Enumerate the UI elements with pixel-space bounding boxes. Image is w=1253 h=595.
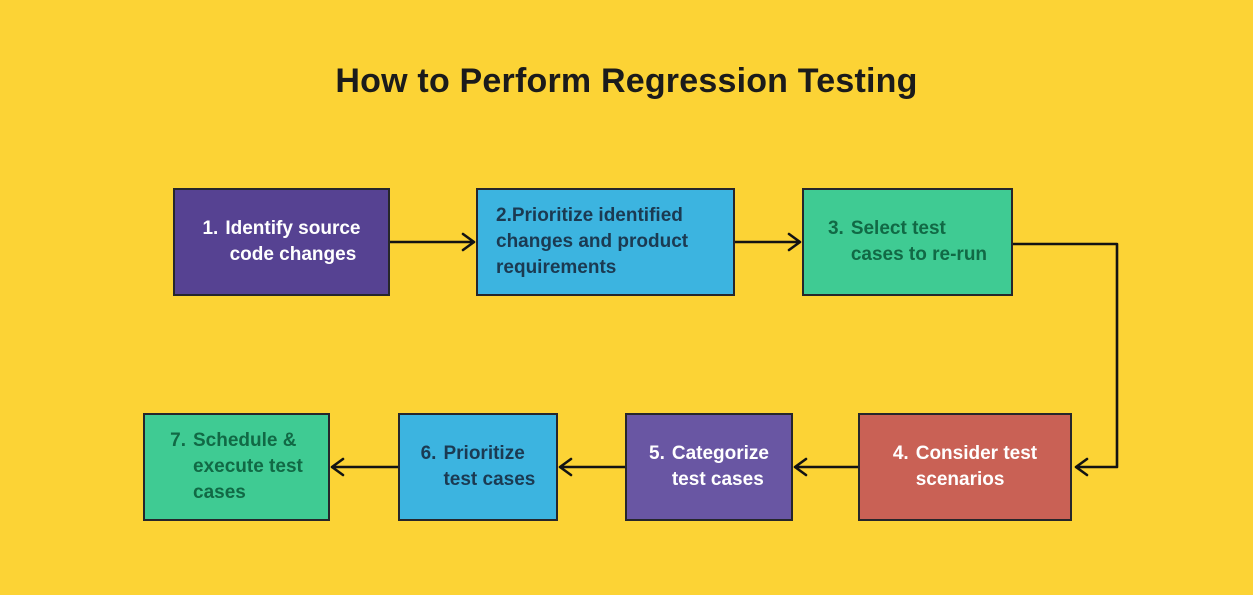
step-2-line: changes and product xyxy=(496,231,689,252)
step-box-2: 2.Prioritize identified changes and prod… xyxy=(476,188,735,296)
step-1-text: 1. Identify source code changes xyxy=(202,216,360,268)
step-box-7: 7. Schedule & execute test cases xyxy=(143,413,330,521)
arrow-step2-step3 xyxy=(733,232,802,252)
arrow-step6-step7 xyxy=(330,457,400,477)
step-5-text: 5. Categorize test cases xyxy=(649,441,769,493)
step-4-text: 4. Consider test scenarios xyxy=(893,441,1037,493)
step-5-line: Categorize xyxy=(671,443,769,464)
step-box-4: 4. Consider test scenarios xyxy=(858,413,1072,521)
step-box-3: 3. Select test cases to re-run xyxy=(802,188,1013,296)
step-3-line: Select test xyxy=(850,218,946,239)
step-2-text: 2.Prioritize identified changes and prod… xyxy=(496,203,688,281)
step-2-line: requirements xyxy=(496,257,617,278)
step-1-line: Identify source xyxy=(225,218,361,239)
step-box-5: 5. Categorize test cases xyxy=(625,413,793,521)
step-4-line: Consider test xyxy=(915,443,1038,464)
step-6-text: 6. Prioritize test cases xyxy=(421,441,536,493)
step-6-line: Prioritize xyxy=(443,443,525,464)
step-3-number: 3. xyxy=(827,218,844,239)
arrow-step5-step6 xyxy=(558,457,627,477)
step-5-number: 5. xyxy=(649,443,665,464)
step-3-line: cases to re-run xyxy=(850,244,988,265)
arrow-step1-step2 xyxy=(388,232,476,252)
step-7-line: execute test xyxy=(193,456,303,477)
page-title: How to Perform Regression Testing xyxy=(335,62,918,100)
step-7-line: Schedule & xyxy=(193,430,297,451)
arrow-step4-step5 xyxy=(793,457,860,477)
step-1-line: code changes xyxy=(229,244,357,265)
step-3-text: 3. Select test cases to re-run xyxy=(828,216,987,268)
step-4-line: scenarios xyxy=(915,469,1005,490)
step-box-1: 1. Identify source code changes xyxy=(173,188,390,296)
step-6-number: 6. xyxy=(420,443,437,464)
step-2-line: 2.Prioritize identified xyxy=(496,205,683,226)
step-1-number: 1. xyxy=(202,218,219,239)
step-7-number: 7. xyxy=(170,430,186,451)
step-5-line: test cases xyxy=(671,469,764,490)
step-7-line: cases xyxy=(193,482,246,503)
step-6-line: test cases xyxy=(443,469,536,490)
step-4-number: 4. xyxy=(892,443,909,464)
step-box-6: 6. Prioritize test cases xyxy=(398,413,558,521)
step-7-text: 7. Schedule & execute test cases xyxy=(170,428,303,506)
